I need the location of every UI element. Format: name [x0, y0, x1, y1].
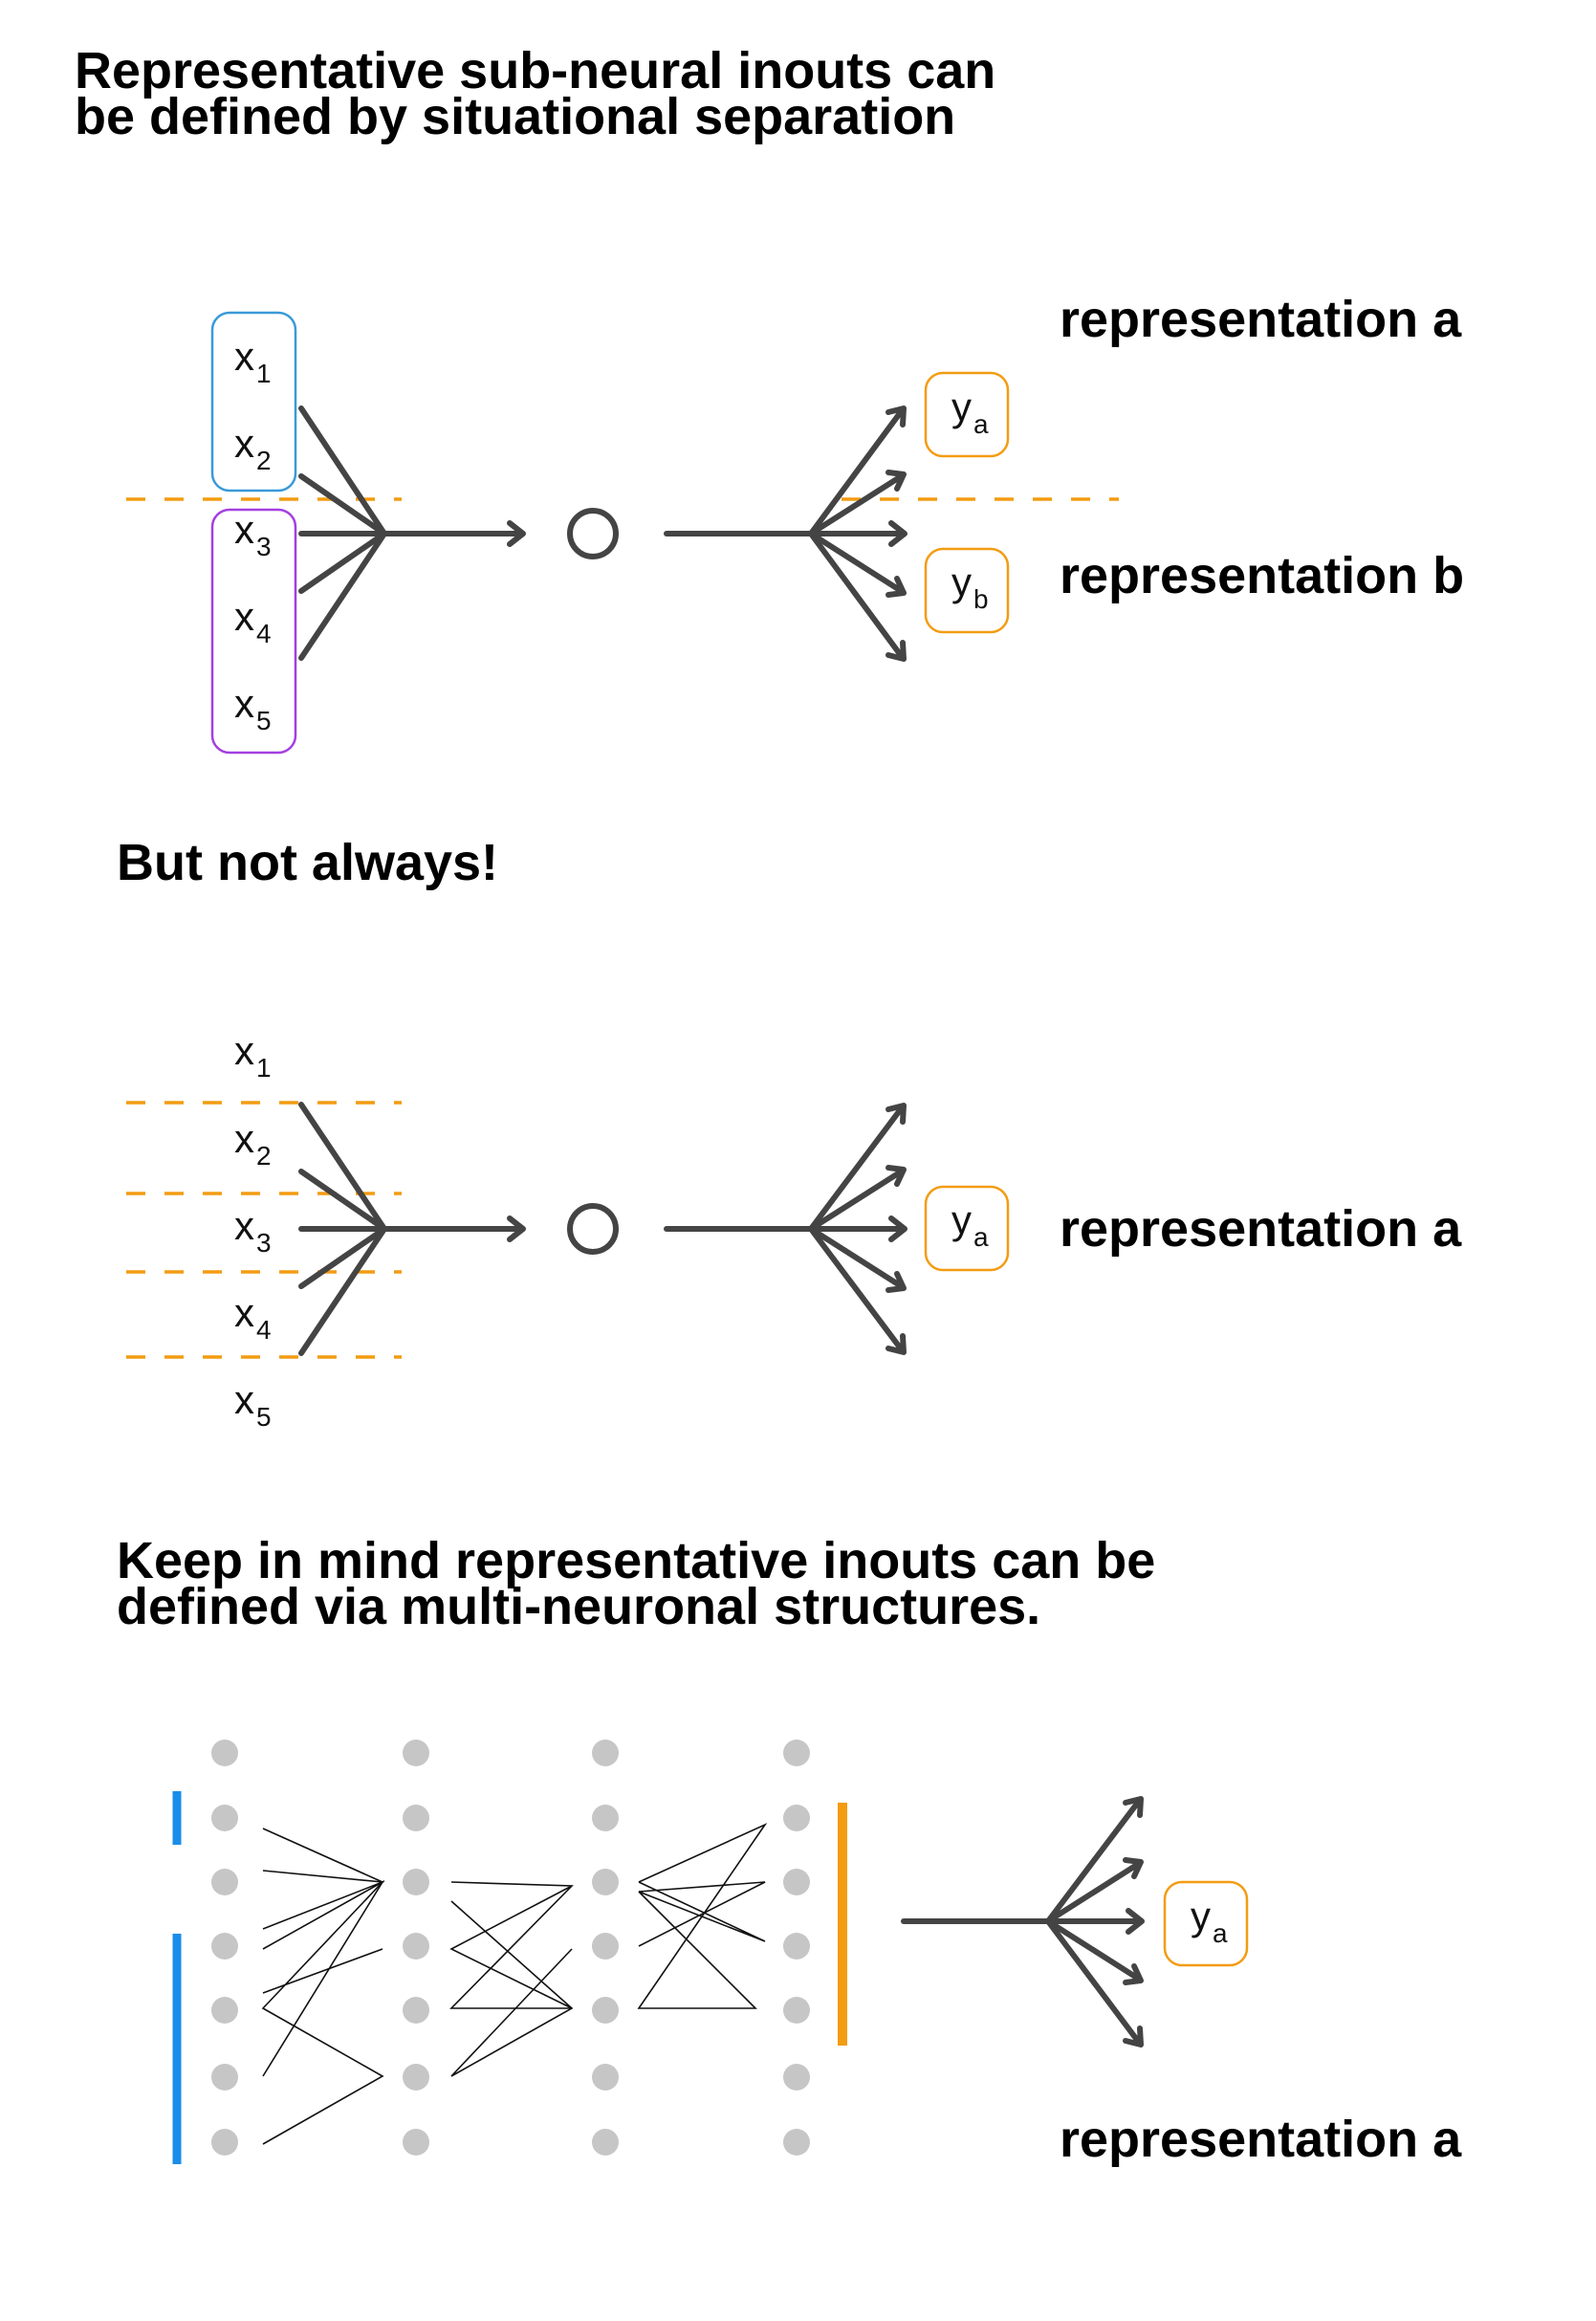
grid-node-2-5: [403, 1997, 429, 2024]
representation-b-label: representation b: [1060, 547, 1464, 604]
grid-node-3-4: [592, 1933, 619, 1960]
input-group-bottom-box: [210, 508, 297, 755]
heading-1-line-1: Representative sub-neural inouts can: [75, 42, 995, 99]
grid-node-4-1: [783, 1740, 810, 1766]
representation-a-label-2: representation a: [1060, 1200, 1462, 1258]
grid-node-1-6: [211, 2064, 238, 2091]
grid-node-3-2: [592, 1805, 619, 1831]
grid-node-3-5: [592, 1997, 619, 2024]
output-box-yb: [924, 547, 1010, 634]
grid-node-4-6: [783, 2064, 810, 2091]
grid-node-1-5: [211, 1997, 238, 2024]
input-label-x2-d2: x2: [234, 1116, 272, 1171]
input-label-x1: x1: [234, 334, 272, 388]
grid-node-3-6: [592, 2064, 619, 2091]
neuron-circle: [567, 508, 619, 559]
grid-node-1-7: [211, 2129, 238, 2156]
grid-node-1-1: [211, 1740, 238, 1766]
diagram-3: ya representation a: [172, 1740, 1462, 2168]
node-grid: [211, 1740, 810, 2156]
grid-node-2-1: [403, 1740, 429, 1766]
grid-node-1-3: [211, 1869, 238, 1895]
input-connections-d2: [298, 1102, 387, 1356]
output-arrows: [808, 405, 907, 662]
input-label-x5-d2: x5: [234, 1377, 272, 1432]
input-label-x2: x2: [234, 421, 272, 475]
grid-node-4-2: [783, 1805, 810, 1831]
diagram-2: x1 x2 x3 x4 x5: [126, 1028, 1462, 1432]
grid-node-4-3: [783, 1869, 810, 1895]
neuron-circle-d2: [567, 1203, 619, 1255]
output-label-ya-d3: ya: [1191, 1894, 1228, 1948]
input-arrow-head-d2: [507, 1215, 526, 1242]
representation-a-label-1: representation a: [1060, 291, 1462, 348]
grid-node-2-4: [403, 1933, 429, 1960]
input-arrow-head: [507, 520, 526, 547]
heading-1-line-2: be defined by situational separation: [75, 88, 955, 145]
input-label-x4-d2: x4: [234, 1290, 272, 1345]
grid-node-3-3: [592, 1869, 619, 1895]
grid-node-2-3: [403, 1869, 429, 1895]
grid-node-4-5: [783, 1997, 810, 2024]
input-label-x4: x4: [234, 594, 272, 648]
grid-node-1-4: [211, 1933, 238, 1960]
input-connections: [298, 405, 387, 661]
grid-node-2-2: [403, 1805, 429, 1831]
input-label-x3-d2: x3: [234, 1203, 272, 1258]
output-arrows-d2: [808, 1103, 907, 1355]
grid-node-1-2: [211, 1805, 238, 1831]
grid-node-4-7: [783, 2129, 810, 2156]
grid-node-3-7: [592, 2129, 619, 2156]
heading-3-line-1: Keep in mind representative inouts can b…: [117, 1532, 1155, 1589]
grid-node-2-6: [403, 2064, 429, 2091]
output-box-ya-d2: [924, 1185, 1010, 1272]
input-label-x3: x3: [234, 507, 272, 561]
grid-node-4-4: [783, 1933, 810, 1960]
heading-2: But not always!: [117, 834, 498, 891]
diagram-1: x1 x2 x3 x4 x5: [126, 291, 1464, 755]
output-arrows-d3: [1045, 1796, 1145, 2047]
grid-node-2-7: [403, 2129, 429, 2156]
layer-connections: [261, 1823, 768, 2145]
input-label-x5: x5: [234, 681, 272, 735]
heading-3-line-2: defined via multi-neuronal structures.: [117, 1578, 1040, 1635]
output-box-ya-d3: [1163, 1880, 1249, 1967]
input-label-x1-d2: x1: [234, 1028, 272, 1083]
output-label-ya-d2: ya: [951, 1197, 989, 1252]
input-group-top-box: [210, 311, 297, 493]
grid-node-3-1: [592, 1740, 619, 1766]
representation-a-label-3: representation a: [1060, 2111, 1462, 2168]
output-label-ya: ya: [951, 384, 989, 439]
output-box-ya: [924, 371, 1010, 458]
output-label-yb: yb: [951, 559, 989, 614]
